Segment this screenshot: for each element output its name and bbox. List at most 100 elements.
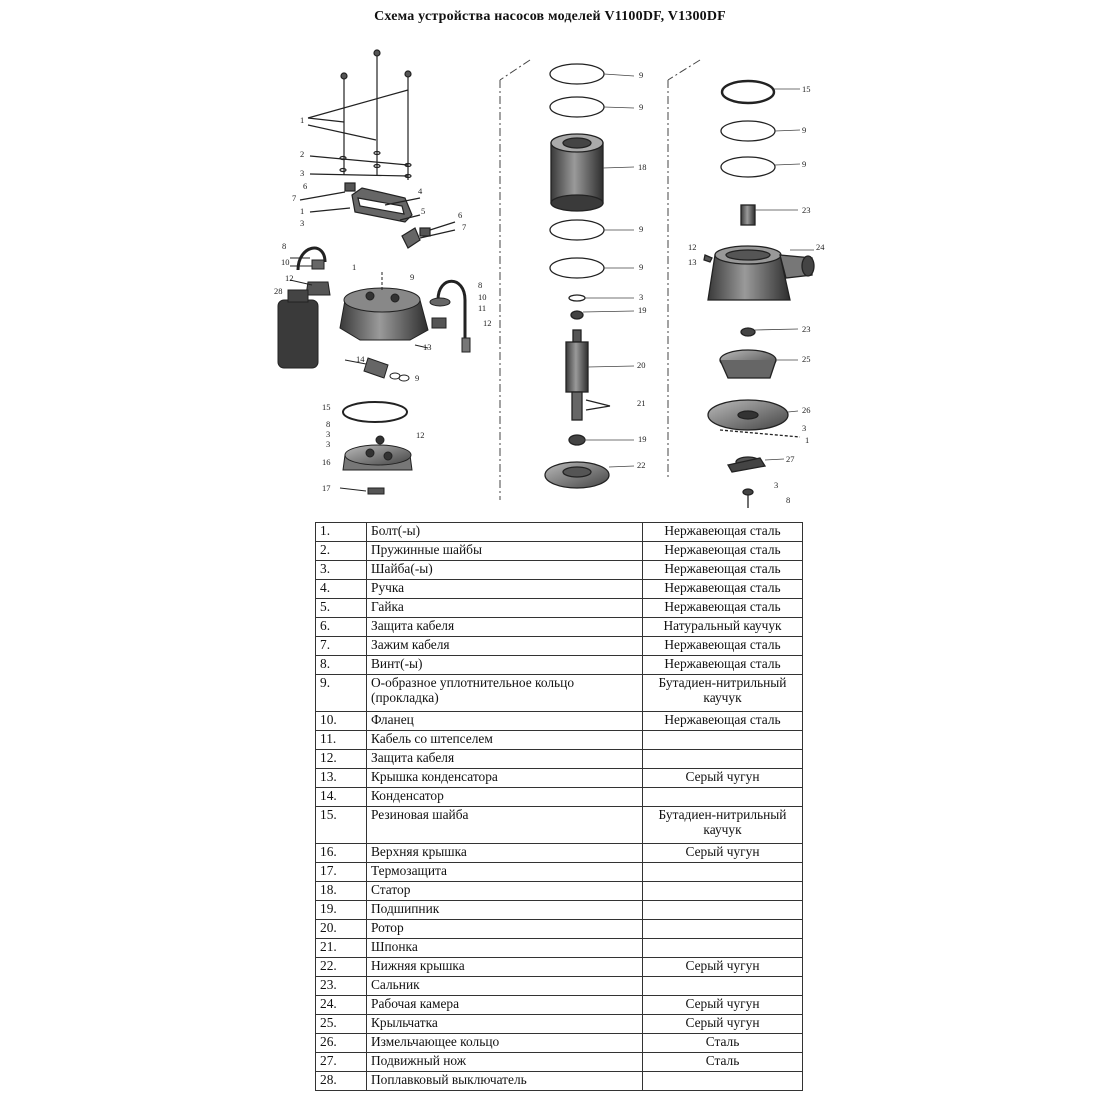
callout-left-7: 7 (462, 222, 466, 232)
callout-right-25: 25 (802, 354, 811, 364)
callout-right-15: 15 (802, 84, 811, 94)
part-material (642, 976, 803, 996)
part-number: 1. (315, 522, 367, 542)
upper-cover-part (339, 401, 413, 495)
callout-leaders (582, 73, 814, 468)
callout-left-12: 12 (285, 273, 294, 283)
table-row: 9.О-образное уплотнительное кольцо (прок… (315, 674, 803, 712)
part-material (642, 787, 803, 807)
callout-left-6: 6 (303, 181, 307, 191)
part-name: Верхняя крышка (366, 843, 643, 863)
table-row: 3.Шайба(-ы)Нержавеющая сталь (315, 560, 803, 580)
table-row: 28.Поплавковый выключатель (315, 1071, 803, 1091)
cable-assembly-part (429, 279, 471, 353)
part-material (642, 1071, 803, 1091)
part-number: 4. (315, 579, 367, 599)
callout-right-13: 13 (688, 257, 697, 267)
part-number: 10. (315, 711, 367, 731)
callout-left-9: 9 (410, 272, 414, 282)
callout-left-11: 11 (478, 303, 486, 313)
part-material: Нержавеющая сталь (642, 598, 803, 618)
callout-middle-3: 3 (639, 292, 643, 302)
part-name: Подшипник (366, 900, 643, 920)
callout-middle-20: 20 (637, 360, 646, 370)
part-name: Шпонка (366, 938, 643, 958)
capacitor-cover-part (339, 272, 429, 349)
part-material: Сталь (642, 1052, 803, 1072)
part-material: Нержавеющая сталь (642, 541, 803, 561)
callout-middle-21: 21 (637, 398, 646, 408)
part-number: 18. (315, 881, 367, 901)
part-number: 20. (315, 919, 367, 939)
part-material: Нержавеющая сталь (642, 522, 803, 542)
part-number: 2. (315, 541, 367, 561)
callout-left-3: 3 (300, 218, 304, 228)
part-number: 21. (315, 938, 367, 958)
part-name: Гайка (366, 598, 643, 618)
callout-left-28: 28 (274, 286, 283, 296)
part-material (642, 730, 803, 750)
part-name: Измельчающее кольцо (366, 1033, 643, 1053)
part-material: Нержавеющая сталь (642, 579, 803, 599)
callout-left-1: 1 (300, 115, 304, 125)
part-number: 9. (315, 674, 367, 712)
callout-left-5: 5 (421, 206, 425, 216)
part-material: Сталь (642, 1033, 803, 1053)
part-number: 25. (315, 1014, 367, 1034)
part-material: Нержавеющая сталь (642, 560, 803, 580)
callout-middle-9: 9 (639, 102, 643, 112)
part-name: Крышка конденсатора (366, 768, 643, 788)
part-material: Нержавеющая сталь (642, 711, 803, 731)
diagram-title: Схема устройства насосов моделей V1100DF… (374, 9, 726, 24)
part-name: Подвижный нож (366, 1052, 643, 1072)
callout-left-15: 15 (322, 402, 331, 412)
table-row: 18.Статор (315, 881, 803, 901)
part-name: Резиновая шайба (366, 806, 643, 844)
callout-right-9: 9 (802, 125, 806, 135)
callout-left-8: 8 (282, 241, 286, 251)
callout-left-3: 3 (300, 168, 304, 178)
part-number: 23. (315, 976, 367, 996)
table-row: 19.Подшипник (315, 900, 803, 920)
callout-left-1: 1 (300, 206, 304, 216)
part-name: Статор (366, 881, 643, 901)
part-name: Рабочая камера (366, 995, 643, 1015)
callout-middle-9: 9 (639, 262, 643, 272)
part-number: 22. (315, 957, 367, 977)
part-name: Зажим кабеля (366, 636, 643, 656)
part-name: О-образное уплотнительное кольцо (прокла… (366, 674, 643, 712)
part-number: 8. (315, 655, 367, 675)
callout-left-7: 7 (292, 193, 296, 203)
part-number: 13. (315, 768, 367, 788)
callout-right-3: 3 (774, 480, 778, 490)
part-number: 14. (315, 787, 367, 807)
part-name: Болт(-ы) (366, 522, 643, 542)
part-name: Винт(-ы) (366, 655, 643, 675)
part-name: Шайба(-ы) (366, 560, 643, 580)
table-row: 23.Сальник (315, 976, 803, 996)
part-material: Серый чугун (642, 843, 803, 863)
callout-left-17: 17 (322, 483, 331, 493)
part-number: 16. (315, 843, 367, 863)
part-name: Кабель со штепселем (366, 730, 643, 750)
callout-left-3: 3 (326, 439, 330, 449)
part-material (642, 900, 803, 920)
callout-left-8: 8 (478, 280, 482, 290)
part-name: Поплавковый выключатель (366, 1071, 643, 1091)
callout-right-3: 3 (802, 423, 806, 433)
table-row: 21.Шпонка (315, 938, 803, 958)
part-name: Сальник (366, 976, 643, 996)
part-number: 24. (315, 995, 367, 1015)
part-number: 27. (315, 1052, 367, 1072)
part-name: Крыльчатка (366, 1014, 643, 1034)
